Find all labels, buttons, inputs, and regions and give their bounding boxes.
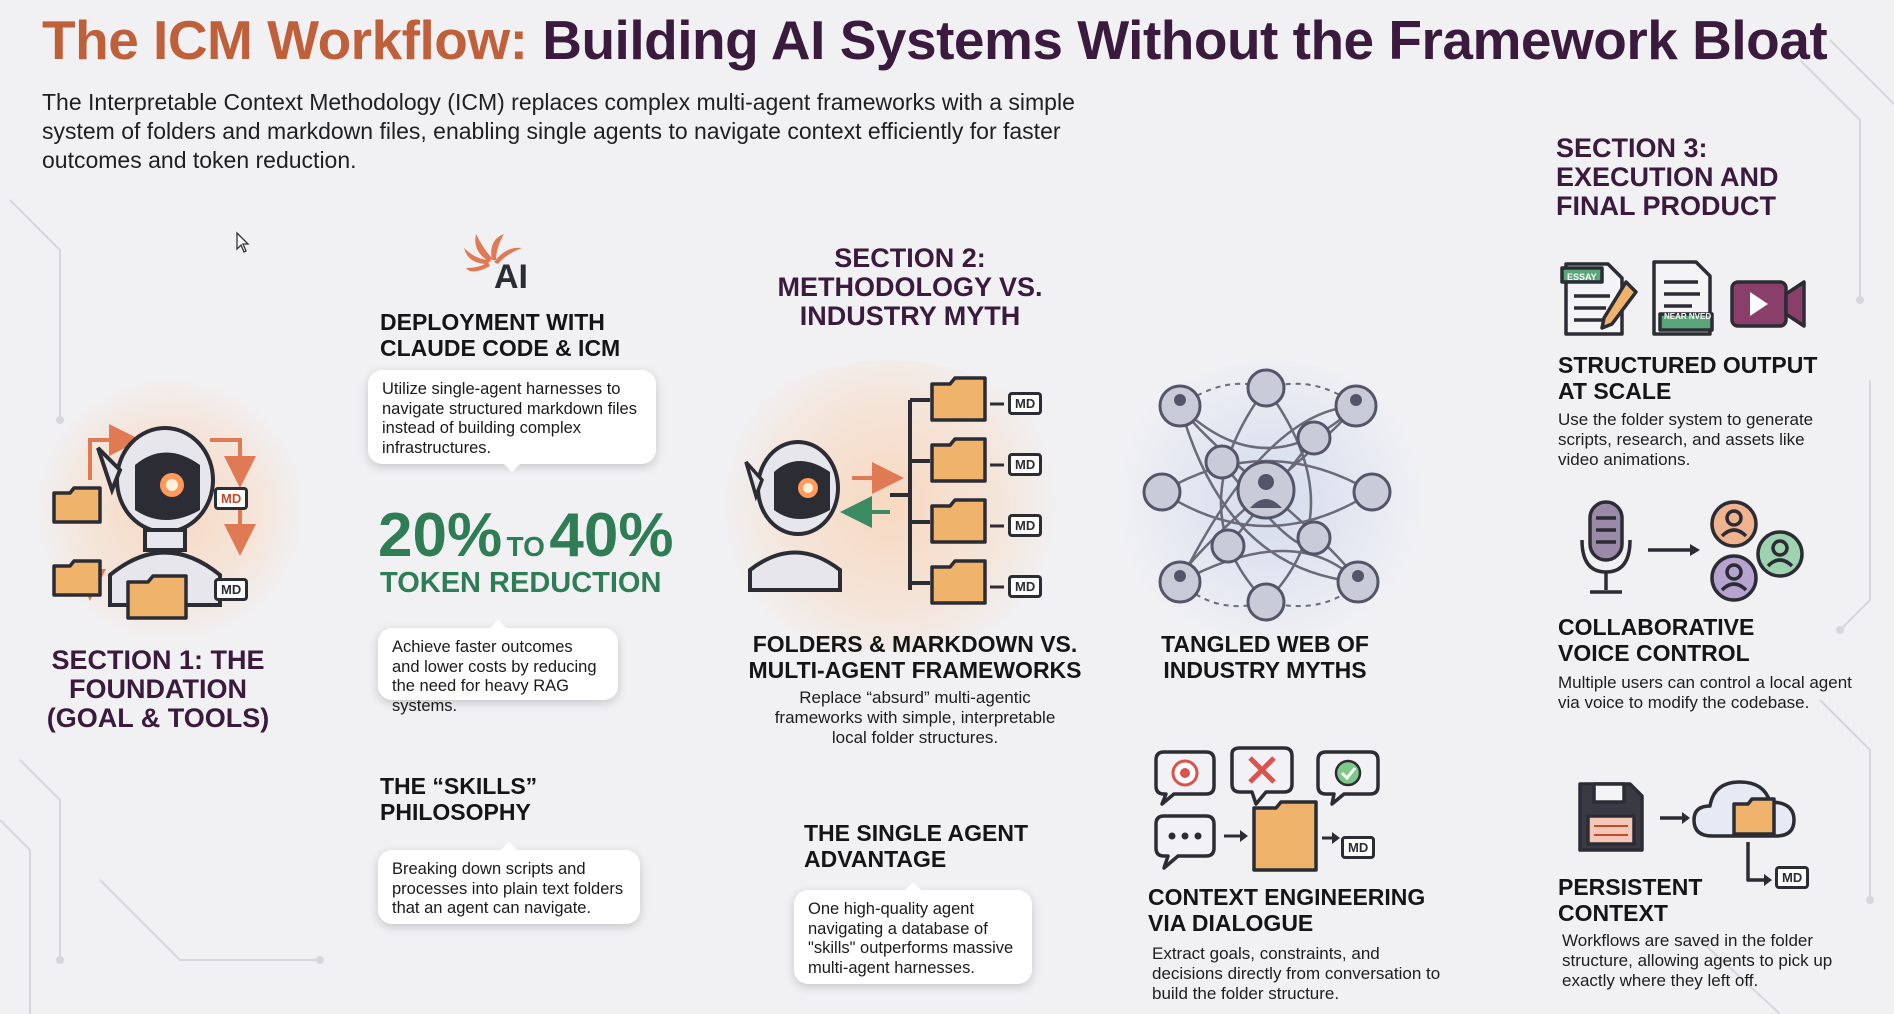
tangled-web-network-icon — [1142, 368, 1392, 622]
token-bubble: Achieve faster outcomes and lower costs … — [378, 620, 618, 715]
ai-logo-text: AI — [494, 258, 528, 296]
title-part1: The ICM Workflow: — [42, 9, 528, 71]
md-file-icon: MD — [1775, 866, 1810, 889]
single-agent-heading: THE SINGLE AGENT ADVANTAGE — [804, 820, 1029, 872]
md-file-icon: MD — [1008, 453, 1043, 476]
skills-heading: THE “SKILLS” PHILOSOPHY — [380, 773, 538, 825]
folder-icon — [52, 559, 102, 597]
folders-body: Replace “absurd” multi-agentic framework… — [774, 688, 1056, 747]
md-file-icon: MD — [214, 578, 249, 601]
token-stat-to: 40% — [549, 501, 674, 570]
context-eng-body: Extract goals, constraints, and decision… — [1152, 944, 1441, 1003]
skills-bubble: Breaking down scripts and processes into… — [378, 842, 640, 924]
token-stat-from: 20% — [378, 501, 503, 570]
folder-icon — [126, 574, 188, 620]
page-subtitle: The Interpretable Context Methodology (I… — [42, 89, 1075, 173]
context-eng-heading: CONTEXT ENGINEERING VIA DIALOGUE — [1148, 884, 1426, 936]
single-agent-bubble: One high-quality agent navigating a data… — [794, 882, 1032, 984]
essay-doc-label: ESSAY — [1567, 272, 1597, 282]
mouse-cursor-icon — [236, 231, 250, 253]
md-file-icon: MD — [214, 487, 249, 510]
title-part2: Building AI Systems Without the Framewor… — [542, 9, 1828, 71]
voice-heading: COLLABORATIVE VOICE CONTROL — [1558, 614, 1755, 666]
token-reduction-label: TOKEN REDUCTION — [380, 567, 662, 599]
voice-body: Multiple users can control a local agent… — [1558, 673, 1852, 712]
deployment-heading: DEPLOYMENT WITH CLAUDE CODE & ICM — [380, 309, 621, 361]
folders-heading: FOLDERS & MARKDOWN VS. MULTI-AGENT FRAME… — [748, 631, 1082, 683]
structured-heading: STRUCTURED OUTPUT AT SCALE — [1558, 352, 1818, 404]
structured-body: Use the folder system to generate script… — [1558, 410, 1814, 469]
md-file-icon: MD — [1008, 392, 1043, 415]
section3-label: SECTION 3: EXECUTION AND FINAL PRODUCT — [1556, 133, 1779, 222]
folder-icon — [52, 486, 102, 524]
deployment-bubble: Utilize single-agent harnesses to naviga… — [368, 370, 656, 472]
token-reduction-stat: 20% TO 40% — [378, 500, 673, 571]
token-stat-to-word: TO — [506, 531, 545, 562]
section2-label: SECTION 2: METHODOLOGY VS. INDUSTRY MYTH — [777, 243, 1043, 332]
page-title: The ICM Workflow: Building AI Systems Wi… — [42, 8, 1828, 72]
md-file-icon: MD — [1008, 575, 1043, 598]
section1-label: SECTION 1: THE FOUNDATION (GOAL & TOOLS) — [46, 645, 270, 734]
persistent-context-icons — [1578, 780, 1796, 886]
md-file-icon: MD — [1008, 514, 1043, 537]
persistent-heading: PERSISTENT CONTEXT — [1558, 874, 1703, 926]
ai-logo-icon — [464, 234, 522, 272]
tangled-heading: TANGLED WEB OF INDUSTRY MYTHS — [1161, 631, 1369, 683]
near-nved-doc-label: NEAR NVED — [1664, 312, 1712, 321]
dialogue-bubbles-icon — [1154, 746, 1380, 872]
persistent-body: Workflows are saved in the folder struct… — [1562, 931, 1833, 990]
md-file-icon: MD — [1341, 836, 1376, 859]
voice-control-icons — [1580, 500, 1804, 602]
output-assets-icons — [1560, 260, 1806, 336]
folder-tree-diagram — [744, 376, 1004, 605]
